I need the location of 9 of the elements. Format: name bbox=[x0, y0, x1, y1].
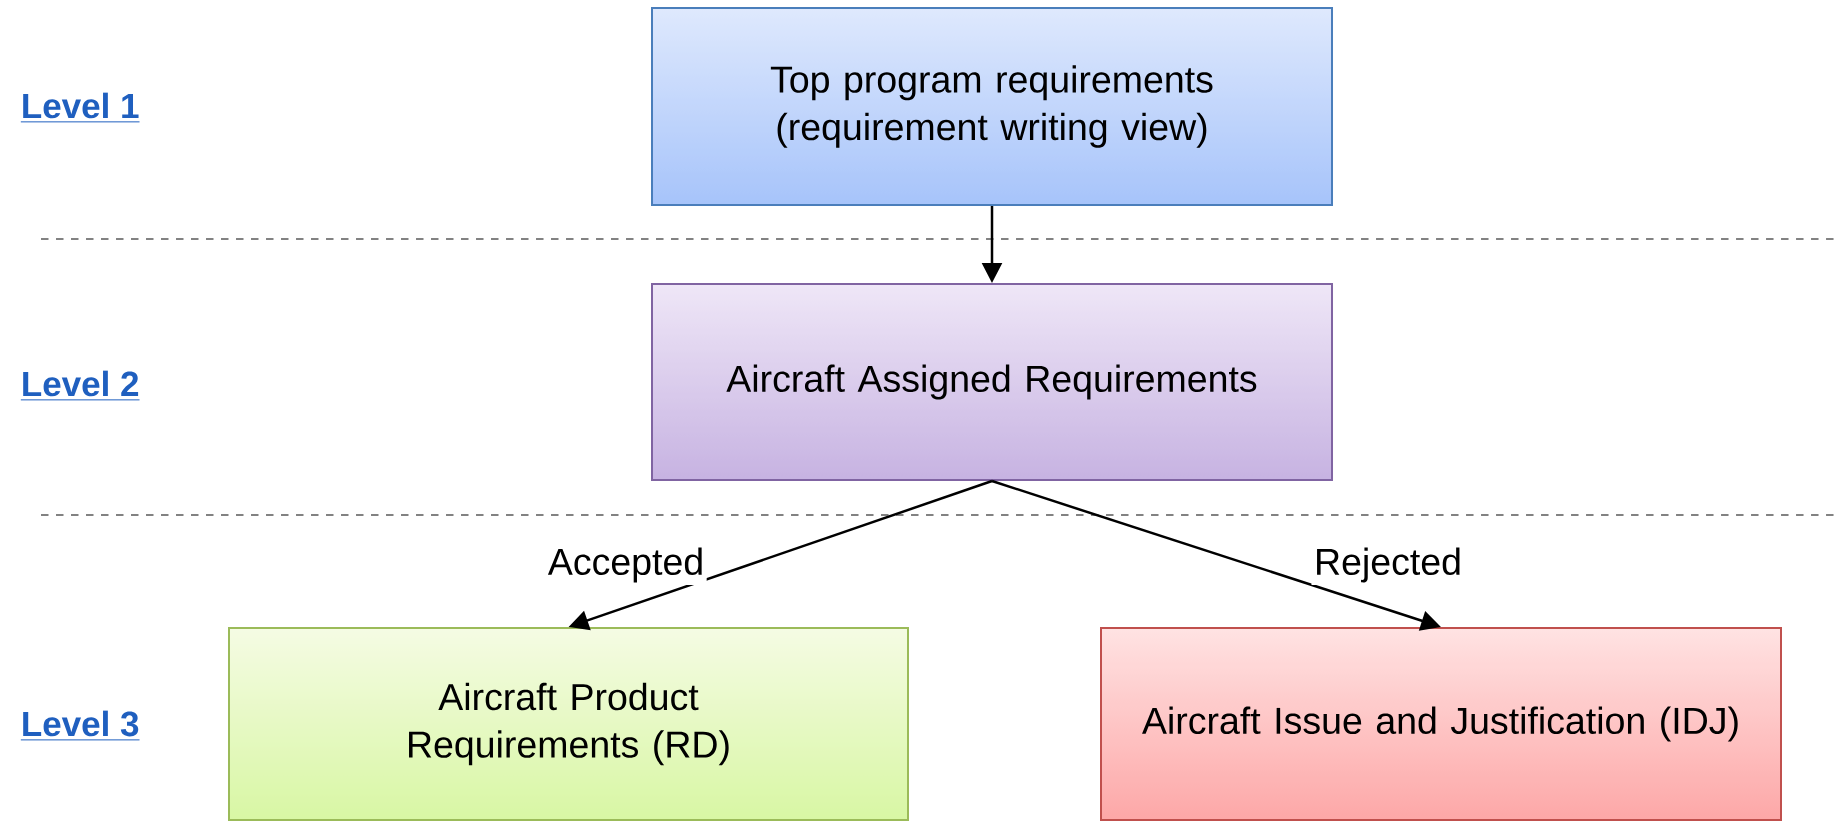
requirement-box: Aircraft Issue and Justification (IDJ) bbox=[1100, 627, 1782, 821]
level-label: Level 1 bbox=[20, 92, 141, 123]
requirement-box: Top program requirements (requirement writing view) bbox=[651, 7, 1333, 206]
edge-label: Accepted bbox=[545, 545, 707, 585]
requirement-box: Aircraft Assigned Requirements bbox=[651, 283, 1333, 481]
requirement-box: Aircraft Product Requirements (RD) bbox=[228, 627, 909, 821]
level-label: Level 3 bbox=[20, 710, 141, 741]
edge-label: Rejected bbox=[1311, 545, 1465, 585]
level-label: Level 2 bbox=[20, 370, 141, 401]
